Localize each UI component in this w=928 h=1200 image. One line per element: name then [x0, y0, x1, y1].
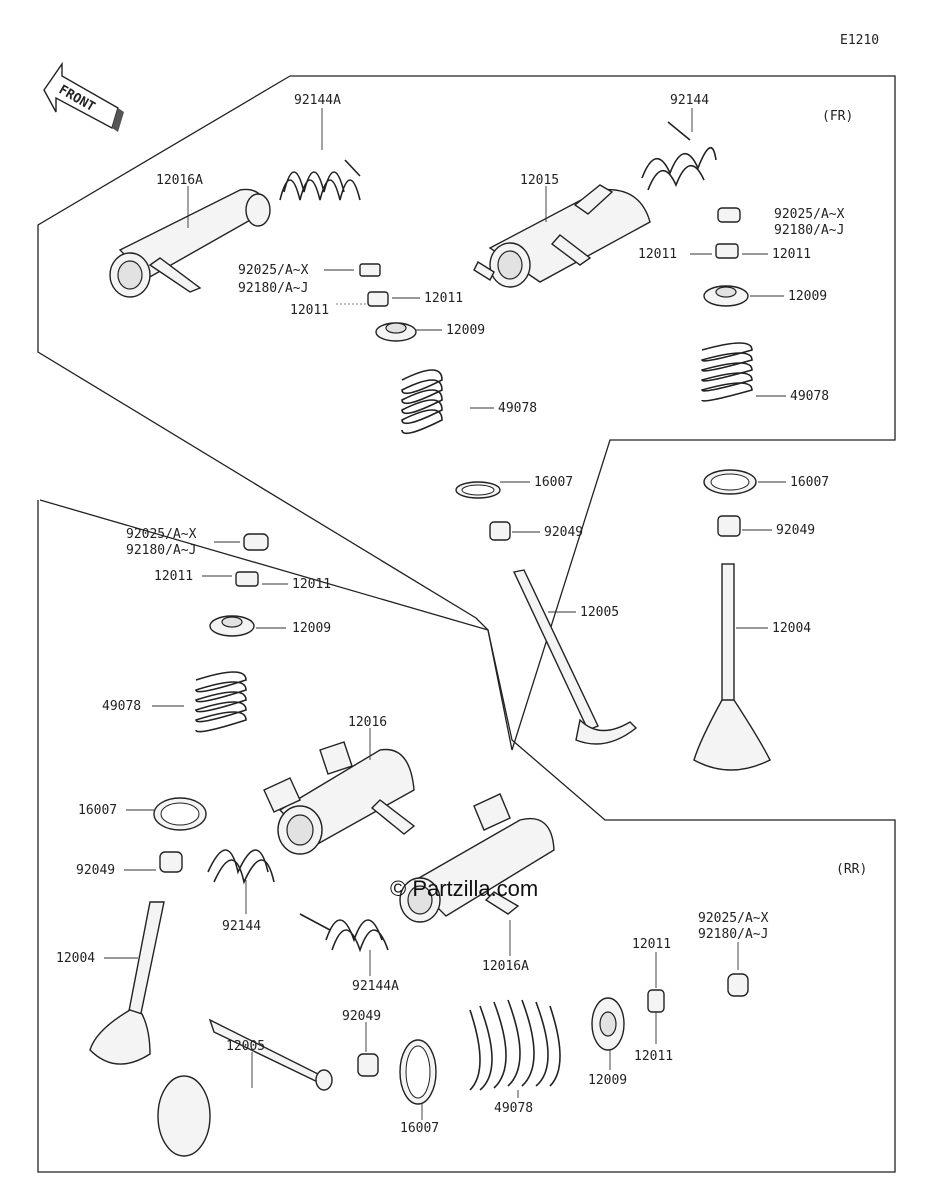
label-92049-fr-r: 92049 [776, 523, 815, 538]
label-49078-fr-r: 49078 [790, 389, 829, 404]
label-16007-fr-r: 16007 [790, 475, 829, 490]
label-92144A-rr: 92144A [352, 979, 399, 994]
label-12009-fr: 12009 [446, 323, 485, 338]
fr-section-border-real [37, 75, 489, 631]
rocker-arm-12015 [473, 184, 651, 288]
rr-section-border [37, 499, 896, 1173]
label-16007-fr: 16007 [534, 475, 573, 490]
label-12011-rr-c: 12011 [632, 937, 671, 952]
keeper-12011-fr [367, 291, 389, 307]
seal-92049-fr [489, 521, 511, 541]
seal-92049-rr [159, 851, 183, 873]
label-12004-rr: 12004 [56, 951, 95, 966]
seat-16007-rr [153, 797, 207, 831]
label-49078-rr-b: 49078 [494, 1101, 533, 1116]
label-92180-fr-r: 92180/A~J [774, 223, 844, 238]
label-92180-rr-r: 92180/A~J [698, 927, 768, 942]
shim-92025-rr [243, 533, 269, 551]
shim-92025-fr-r [717, 207, 741, 223]
label-12011-fr-b: 12011 [424, 291, 463, 306]
seal-92049-fr-r [717, 515, 741, 537]
label-92025-fr-r: 92025/A~X [774, 207, 845, 222]
keeper-12011-rr-b [647, 989, 665, 1013]
label-16007-rr: 16007 [78, 803, 117, 818]
label-12009-fr-r: 12009 [788, 289, 827, 304]
valve-12004-rr [89, 901, 165, 1065]
label-49078-rr: 49078 [102, 699, 141, 714]
diagram-code: E1210 [840, 33, 879, 48]
rocker-arm-12016-rr [263, 741, 416, 855]
label-12005-rr: 12005 [226, 1039, 265, 1054]
retainer-12009-fr [375, 322, 417, 342]
label-12011-rr-b: 12011 [292, 577, 331, 592]
label-12009-rr-b: 12009 [588, 1073, 627, 1088]
label-92049-rr-b: 92049 [342, 1009, 381, 1024]
shim-92025-rr-b [727, 973, 749, 997]
label-12009-rr: 12009 [292, 621, 331, 636]
label-12011-fr-a: 12011 [290, 303, 329, 318]
label-12011-fr-r-a: 12011 [638, 247, 677, 262]
seal-92049-rr-b [357, 1053, 379, 1077]
label-92025-rr-r: 92025/A~X [698, 911, 769, 926]
spring-92144A-fr [279, 159, 361, 201]
rocker-arm-12016A-fr [109, 188, 271, 298]
valve-12004-fr [693, 563, 771, 771]
keeper-12011-fr-r [715, 243, 739, 259]
label-12005-fr: 12005 [580, 605, 619, 620]
section-rr-label: (RR) [836, 862, 867, 877]
label-12011-rr-a: 12011 [154, 569, 193, 584]
spring-92144-fr [641, 121, 717, 191]
label-12011-fr-r-b: 12011 [772, 247, 811, 262]
label-92144-rr: 92144 [222, 919, 261, 934]
label-49078-fr: 49078 [498, 401, 537, 416]
label-12011-rr-d: 12011 [634, 1049, 673, 1064]
label-12016A-rr: 12016A [482, 959, 529, 974]
valve-spring-49078-rr [195, 671, 247, 733]
label-92049-rr: 92049 [76, 863, 115, 878]
front-arrow-icon: FRONT [43, 61, 124, 132]
retainer-12009-rr [209, 615, 255, 637]
section-fr-label: (FR) [822, 109, 853, 124]
seat-16007-fr-r [703, 469, 757, 495]
label-92180-rr: 92180/A~J [126, 543, 196, 558]
valve-12005-rr [157, 1018, 333, 1157]
retainer-12009-rr-b [591, 997, 625, 1051]
label-12016A-fr: 12016A [156, 173, 203, 188]
label-12004-fr: 12004 [772, 621, 811, 636]
label-92049-fr: 92049 [544, 525, 583, 540]
seat-16007-rr-b [399, 1039, 437, 1105]
valve-spring-49078-fr [401, 369, 443, 435]
shim-92025-fr [359, 263, 381, 277]
part-labels: 92144A 12016A 92025/A~X 92180/A~J 12011 … [56, 93, 845, 1136]
spring-92144-rr [207, 849, 275, 885]
watermark-text: © Partzilla.com [390, 876, 538, 901]
valve-spring-49078-fr-r [701, 342, 753, 402]
rocker-arm-12016A-rr [399, 793, 555, 923]
label-12015: 12015 [520, 173, 559, 188]
label-92144A-fr: 92144A [294, 93, 341, 108]
label-12016-rr: 12016 [348, 715, 387, 730]
leader-lines [104, 108, 786, 1120]
valve-12005-fr [512, 569, 638, 745]
label-92144-fr: 92144 [670, 93, 709, 108]
keeper-12011-rr [235, 571, 259, 587]
retainer-12009-fr-r [703, 285, 749, 307]
seat-16007-fr [455, 481, 501, 499]
spring-92144A-rr [299, 913, 389, 953]
label-16007-rr-b: 16007 [400, 1121, 439, 1136]
label-92025-rr: 92025/A~X [126, 527, 197, 542]
valve-spring-49078-rr-b [469, 999, 561, 1091]
fr-section-border [290, 75, 896, 751]
label-92025-fr: 92025/A~X [238, 263, 309, 278]
label-92180-fr: 92180/A~J [238, 281, 308, 296]
